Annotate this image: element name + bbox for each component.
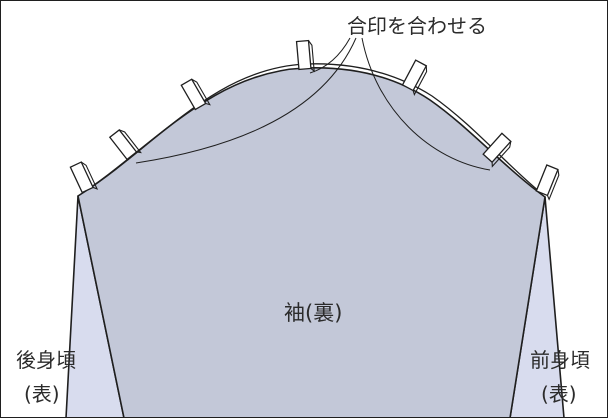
back-bodice-side-label: (表) (24, 382, 60, 406)
clip-icon (108, 128, 142, 161)
front-bodice-side-label: (表) (541, 382, 577, 406)
front-bodice-label: 前身頃 (530, 348, 590, 372)
clip-icon (180, 78, 211, 111)
clip-icon (482, 132, 512, 168)
sleeve-shape (77, 67, 546, 418)
clip-icon (401, 59, 428, 97)
clip-icon (535, 164, 560, 201)
back-bodice-label: 後身頃 (16, 348, 76, 372)
sleeve-wrong-side-label: 袖(裏) (284, 301, 343, 325)
match-notches-label: 合印を合わせる (347, 14, 487, 38)
callout-leader-line-left (135, 37, 357, 164)
clip-icon (69, 161, 99, 194)
bodice-armhole-line (83, 63, 541, 193)
clip-icon (295, 39, 315, 73)
callout-leader-line-right (361, 37, 491, 171)
